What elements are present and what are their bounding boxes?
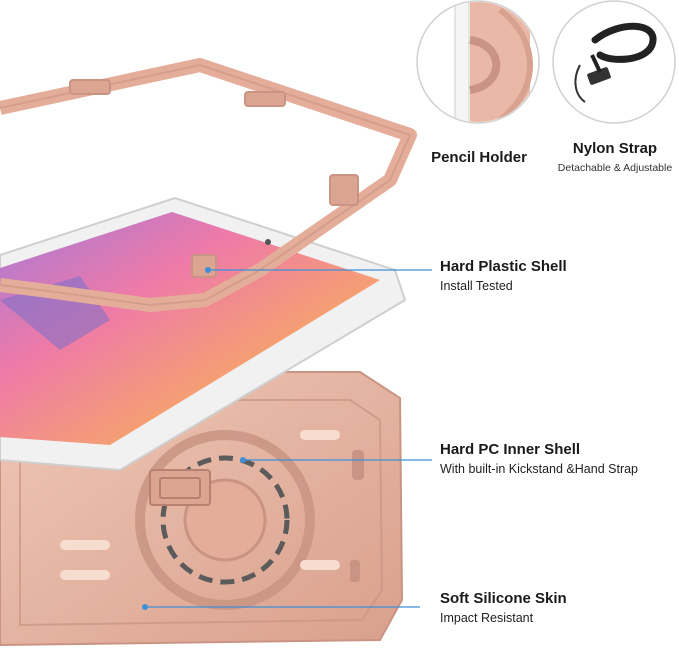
pencil-holder-icon <box>416 0 540 124</box>
callout-subtitle: With built-in Kickstand &Hand Strap <box>440 462 639 476</box>
strap-icon <box>552 0 676 124</box>
callout-hard-pc-inner-shell: Hard PC Inner Shell With built-in Kickst… <box>440 441 638 476</box>
callout-lines <box>142 267 432 610</box>
nylon-strap-subtitle: Detachable & Adjustable <box>557 162 673 174</box>
pencil-holder-label: Pencil Holder <box>420 149 538 166</box>
callout-hard-plastic-shell: Hard Plastic Shell Install Tested <box>440 258 567 293</box>
callout-title: Hard PC Inner Shell <box>440 441 581 458</box>
nylon-strap-title: Nylon Strap <box>572 140 658 157</box>
nylon-strap-label: Nylon Strap Detachable & Adjustable <box>552 140 678 174</box>
callout-title: Hard Plastic Shell <box>440 258 567 275</box>
callout-subtitle: Install Tested <box>440 279 513 293</box>
callout-subtitle: Impact Resistant <box>440 611 534 625</box>
callout-soft-silicone-skin: Soft Silicone Skin Impact Resistant <box>440 590 567 625</box>
callout-title: Soft Silicone Skin <box>440 590 567 607</box>
pencil-holder-title: Pencil Holder <box>431 149 527 166</box>
